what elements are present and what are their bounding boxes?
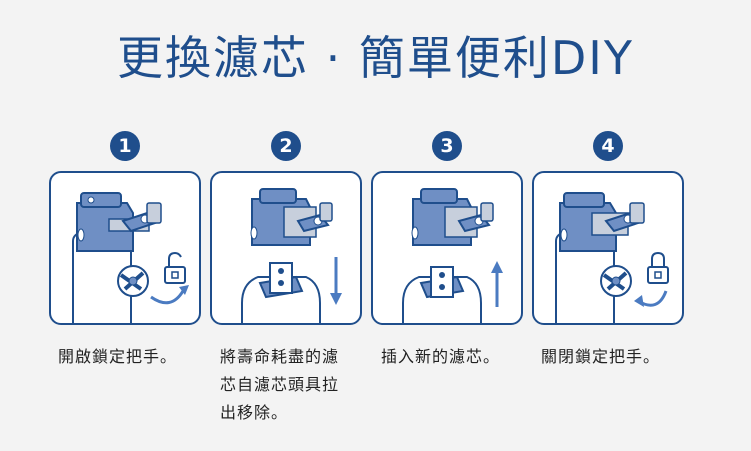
step-3-caption: 插入新的濾芯。	[381, 347, 501, 366]
step-2-caption: 將壽命耗盡的濾 芯自濾芯頭具拉 出移除。	[220, 343, 339, 427]
step-1-illustration	[49, 171, 201, 325]
page-title: 更換濾芯 · 簡單便利DIY	[117, 31, 634, 85]
up-arrow-icon	[491, 261, 503, 307]
step-2-badge: 2	[271, 131, 301, 161]
step-1-caption: 開啟鎖定把手。	[58, 347, 178, 366]
unlock-icon	[164, 251, 186, 284]
step-4-caption: 關閉鎖定把手。	[541, 347, 661, 366]
lock-icon	[647, 251, 669, 284]
step-4-illustration	[532, 171, 684, 325]
down-arrow-icon	[330, 257, 342, 305]
step-1-badge: 1	[110, 131, 140, 161]
step-2-illustration	[210, 171, 362, 325]
step-4-badge: 4	[593, 131, 623, 161]
step-3-badge: 3	[432, 131, 462, 161]
step-2-caption-line: 將壽命耗盡的濾	[220, 347, 340, 366]
step-2-caption-line: 芯自濾芯頭具拉	[220, 375, 340, 394]
step-3-illustration	[371, 171, 523, 325]
step-2-caption-line: 出移除。	[220, 403, 289, 422]
